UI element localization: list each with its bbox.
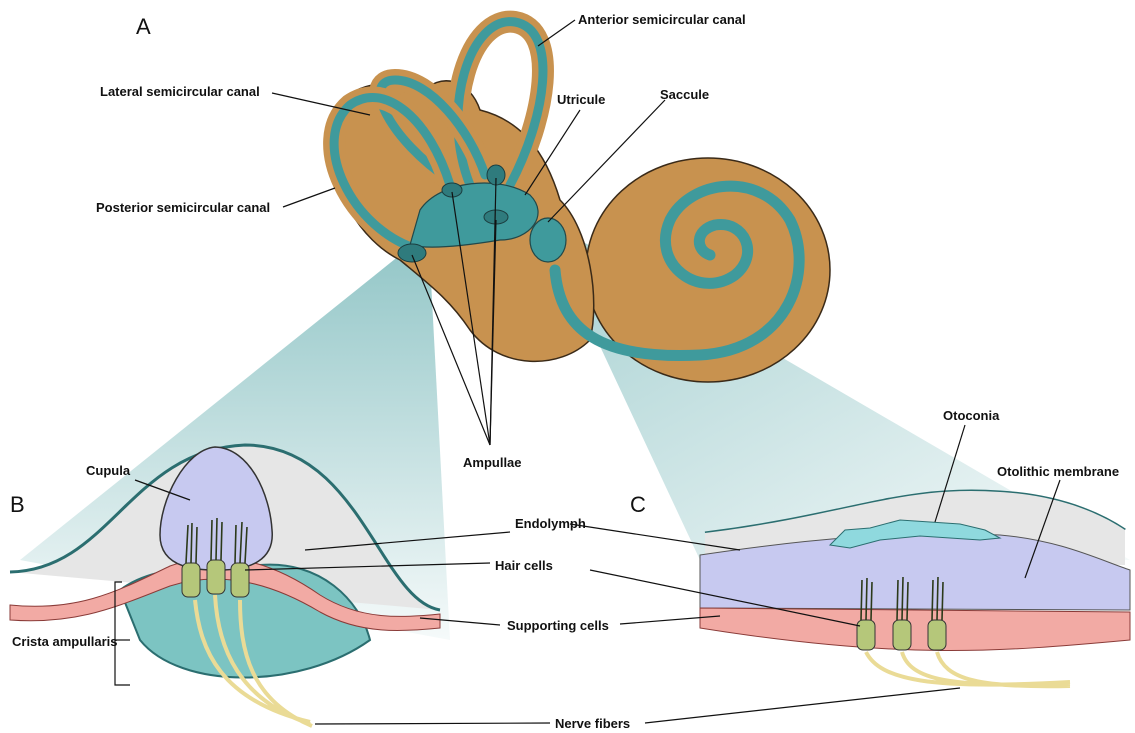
hair-cell-c-1 bbox=[857, 620, 875, 650]
hair-cell-c-2 bbox=[893, 620, 911, 650]
label-otoconia: Otoconia bbox=[943, 408, 1000, 423]
label-utricule: Utricule bbox=[557, 92, 605, 107]
label-lateral-canal: Lateral semicircular canal bbox=[100, 84, 260, 99]
label-otolithic-membrane: Otolithic membrane bbox=[997, 464, 1119, 479]
label-posterior-canal: Posterior semicircular canal bbox=[96, 200, 270, 215]
panel-label-c: C bbox=[630, 492, 646, 517]
saccule-body bbox=[530, 218, 566, 262]
label-anterior-canal: Anterior semicircular canal bbox=[578, 12, 746, 27]
label-cupula: Cupula bbox=[86, 463, 131, 478]
hair-cell-b-2 bbox=[207, 560, 225, 594]
label-supporting-cells: Supporting cells bbox=[507, 618, 609, 633]
leader-posterior bbox=[283, 188, 335, 207]
label-nerve-fibers: Nerve fibers bbox=[555, 716, 630, 731]
ampulla-posterior bbox=[398, 244, 426, 262]
label-endolymph: Endolymph bbox=[515, 516, 586, 531]
leader-nerve-c bbox=[645, 688, 960, 723]
label-ampullae: Ampullae bbox=[463, 455, 522, 470]
panel-label-a: A bbox=[136, 14, 151, 39]
label-saccule: Saccule bbox=[660, 87, 709, 102]
panel-label-b: B bbox=[10, 492, 25, 517]
hair-cell-c-3 bbox=[928, 620, 946, 650]
label-crista-ampullaris: Crista ampullaris bbox=[12, 634, 118, 649]
hair-cell-b-1 bbox=[182, 563, 200, 597]
hair-cell-b-3 bbox=[231, 563, 249, 597]
label-hair-cells: Hair cells bbox=[495, 558, 553, 573]
supporting-cell-layer-c bbox=[700, 608, 1130, 651]
leader-nerve-b bbox=[315, 723, 550, 724]
nerve-fibers-c bbox=[866, 652, 1070, 686]
